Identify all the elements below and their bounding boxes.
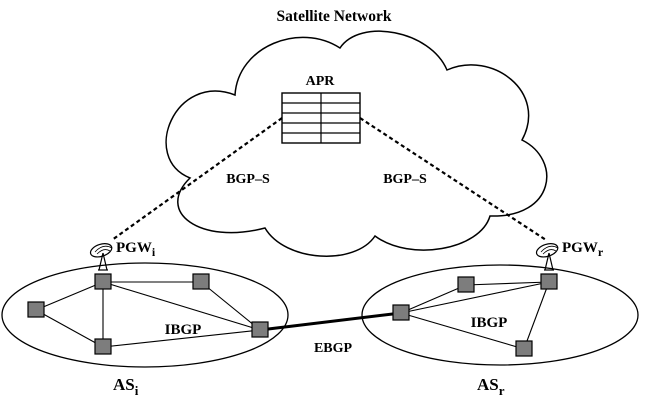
pgw-i-label: PGWi — [116, 240, 156, 259]
satellite-dish-icon — [535, 243, 559, 271]
as-i-label: ASi — [113, 375, 139, 398]
router-node — [251, 321, 269, 338]
as-r-links — [400, 281, 550, 350]
diagram-title: Satellite Network — [277, 8, 392, 25]
router-node — [192, 273, 210, 290]
ibgp-label-left: IBGP — [165, 322, 202, 338]
ebgp-label: EBGP — [314, 341, 353, 356]
as-i-links — [35, 281, 261, 348]
router-node — [515, 340, 533, 357]
apr-table — [281, 92, 361, 144]
ibgp-label-right: IBGP — [471, 315, 508, 331]
bgp-s-label-left: BGP–S — [226, 172, 270, 187]
apr-label: APR — [306, 74, 336, 89]
router-node — [392, 304, 410, 321]
ebgp-link — [259, 311, 402, 332]
satellite-dish-icon — [89, 243, 113, 271]
router-node — [457, 276, 475, 293]
router-node — [540, 273, 558, 290]
bgp-s-link-right — [359, 117, 547, 241]
router-node — [27, 301, 45, 318]
bgp-s-label-right: BGP–S — [383, 172, 427, 187]
as-r-ellipse — [361, 264, 639, 366]
as-i-ellipse — [1, 262, 289, 368]
router-node — [94, 273, 112, 290]
router-node — [94, 338, 112, 355]
pgw-r-label: PGWr — [562, 240, 604, 259]
as-r-label: ASr — [477, 375, 505, 398]
satellite-cloud — [165, 30, 548, 257]
